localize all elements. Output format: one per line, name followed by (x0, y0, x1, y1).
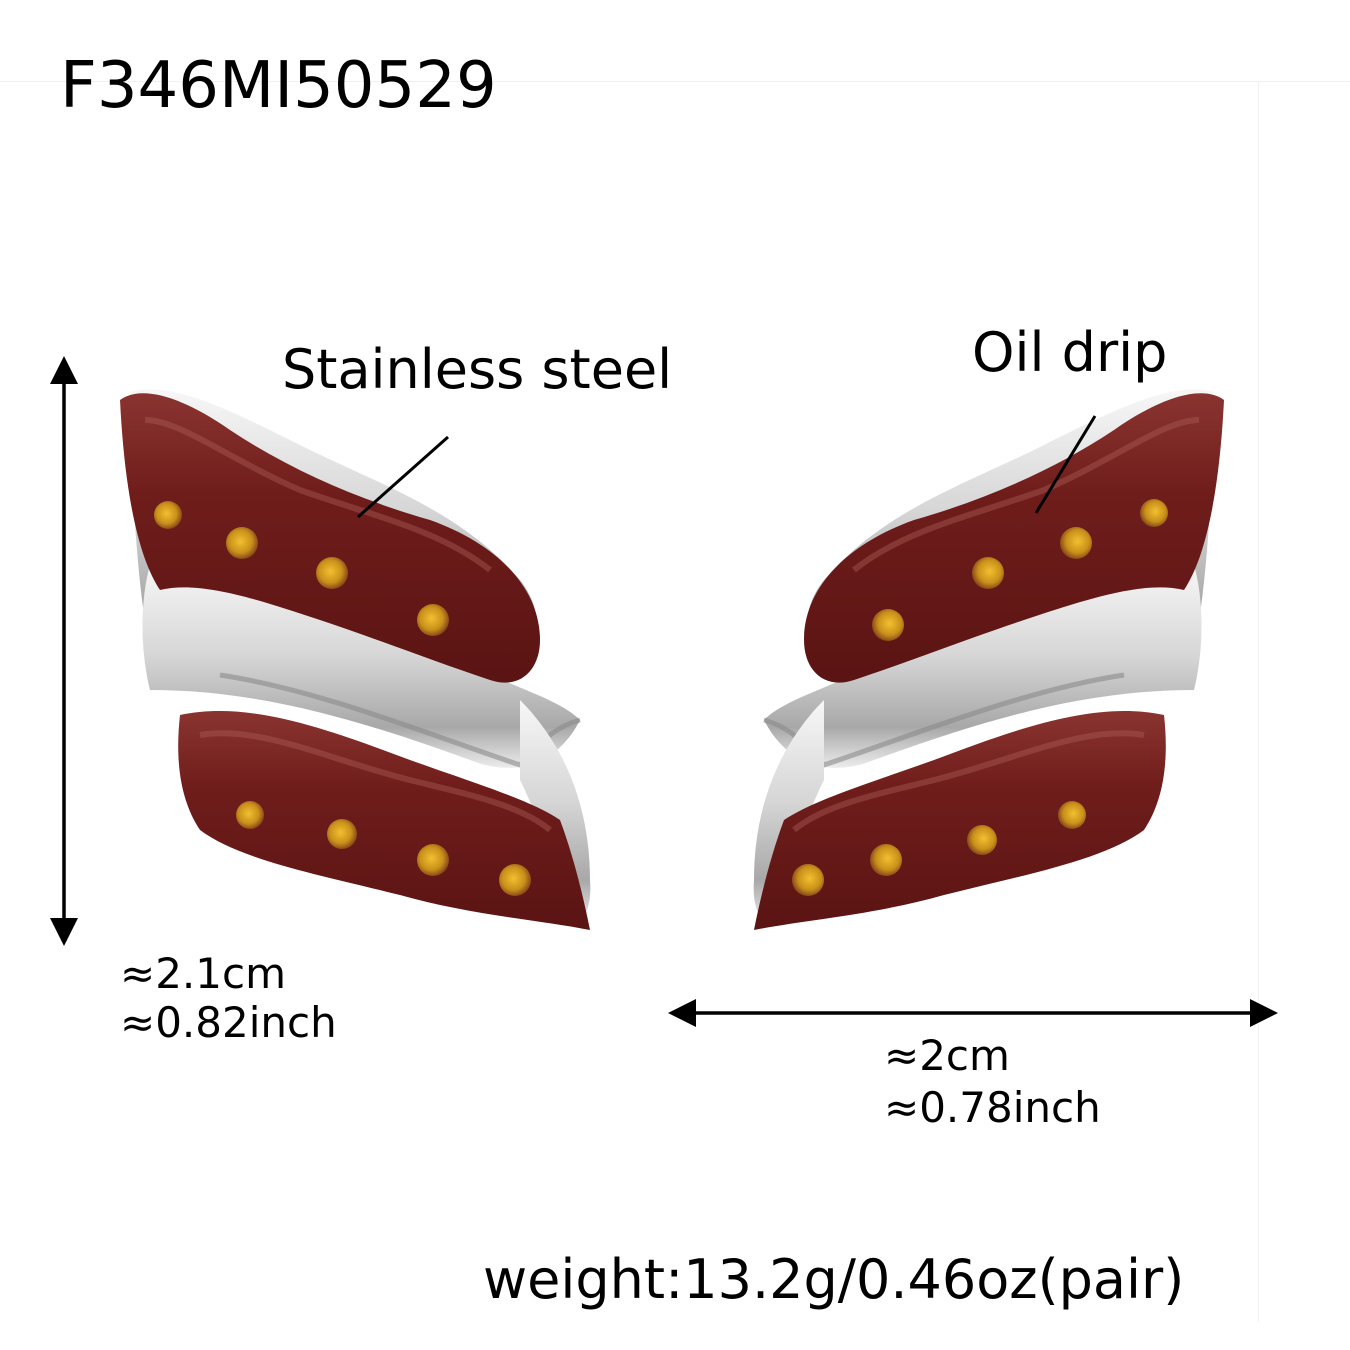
right-earring (753, 389, 1224, 930)
glitter-stone (236, 801, 264, 829)
product-weight: weight:13.2g/0.46oz(pair) (483, 1248, 1185, 1311)
arrow-up-icon (50, 356, 78, 384)
arrow-left-icon (668, 999, 696, 1027)
glitter-stone (1140, 499, 1168, 527)
width-arrow (668, 999, 1278, 1027)
width-cm: ≈2cm (884, 1031, 1010, 1080)
glitter-stone (792, 864, 824, 896)
glitter-stone (870, 844, 902, 876)
glitter-stone (417, 844, 449, 876)
glitter-stone (417, 604, 449, 636)
glitter-stone (499, 864, 531, 896)
product-sku: F346MI50529 (60, 49, 497, 123)
arrow-right-icon (1250, 999, 1278, 1027)
frame-divider (1258, 82, 1259, 1322)
glitter-stone (1060, 527, 1092, 559)
glitter-stone (327, 819, 357, 849)
glitter-stone (154, 501, 182, 529)
height-inch: ≈0.82inch (120, 998, 337, 1047)
glitter-stone (967, 825, 997, 855)
left-earring (120, 389, 591, 930)
height-cm: ≈2.1cm (120, 949, 286, 998)
width-inch: ≈0.78inch (884, 1083, 1101, 1132)
oil-drip-leader-line (1034, 415, 1097, 514)
height-arrow (50, 356, 78, 946)
steel-leader-line (357, 435, 449, 519)
material-label: Stainless steel (282, 338, 673, 401)
glitter-stone (226, 527, 258, 559)
arrow-down-icon (50, 918, 78, 946)
header-divider (0, 81, 1350, 82)
glitter-stone (316, 557, 348, 589)
glitter-stone (972, 557, 1004, 589)
glitter-stone (872, 609, 904, 641)
glitter-stone (1058, 801, 1086, 829)
coating-label: Oil drip (972, 321, 1168, 384)
